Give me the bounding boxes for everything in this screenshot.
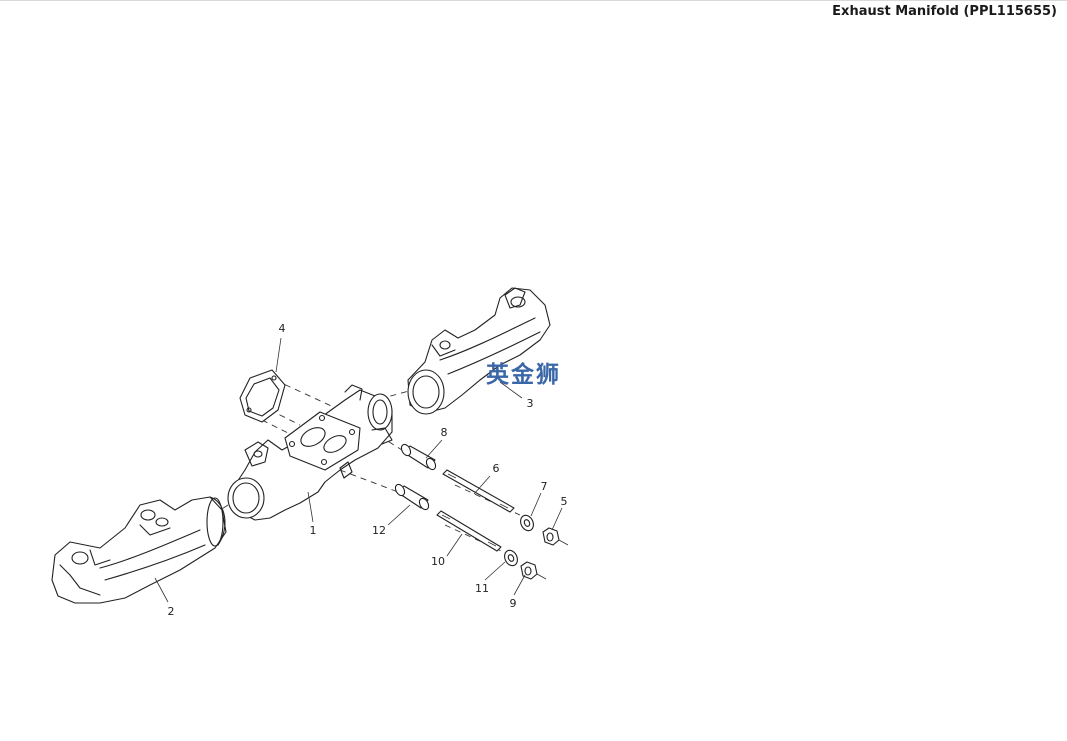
callout-9: 9 bbox=[510, 597, 517, 610]
callout-7: 7 bbox=[541, 480, 548, 493]
part-11-washer bbox=[504, 549, 518, 567]
callout-8: 8 bbox=[441, 426, 448, 439]
part-8-spacer bbox=[400, 443, 437, 471]
part-6-stud bbox=[442, 469, 515, 513]
part-12-spacer bbox=[394, 483, 430, 511]
callout-12: 12 bbox=[372, 524, 386, 537]
callout-11: 11 bbox=[475, 582, 489, 595]
part-7-washer bbox=[520, 514, 534, 532]
callout-3: 3 bbox=[527, 397, 534, 410]
top-divider bbox=[0, 0, 1067, 1]
part-1-center-manifold bbox=[227, 384, 393, 521]
watermark-logo: 英金狮 bbox=[486, 362, 561, 388]
callout-10: 10 bbox=[431, 555, 445, 568]
callout-labels: 1 2 3 4 5 6 7 8 9 10 11 12 bbox=[168, 322, 568, 618]
callout-2: 2 bbox=[168, 605, 175, 618]
leader-lines bbox=[154, 337, 563, 603]
callout-1: 1 bbox=[310, 524, 317, 537]
callout-4: 4 bbox=[279, 322, 286, 335]
part-3-right-manifold bbox=[407, 287, 551, 415]
page-title: Exhaust Manifold (PPL115655) bbox=[832, 4, 1057, 19]
part-2-left-manifold bbox=[51, 496, 227, 604]
part-9-nut bbox=[520, 561, 547, 580]
part-4-gasket bbox=[239, 369, 286, 423]
callout-5: 5 bbox=[561, 495, 568, 508]
part-10-stud bbox=[436, 510, 502, 552]
callout-6: 6 bbox=[493, 462, 500, 475]
part-5-nut bbox=[542, 527, 569, 546]
